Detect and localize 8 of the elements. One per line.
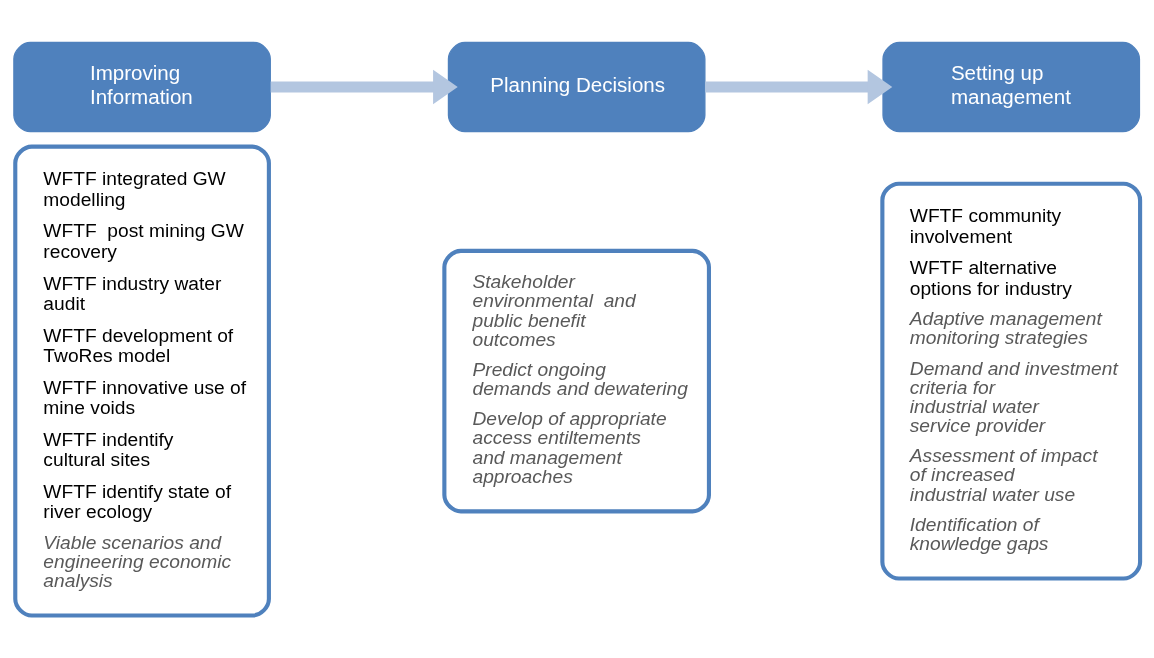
node-box: Planning Decisions <box>447 41 706 133</box>
arrow <box>705 69 893 105</box>
node-box: Improving Information <box>13 41 271 133</box>
node-box: WFTF community involvement WFTF alternative options for industry Adaptive management monitoring strategies Demand and investment criteria for industrial water service provider Assessment of impact of increased industrial water use Identification of knowledge gaps <box>880 181 1143 581</box>
node-box: Setting up management <box>882 41 1141 133</box>
node-box: Stakeholder environmental and public benefit outcomes Predict ongoing demands and dewatering Develop of appropriate access entiltements and management approaches <box>442 248 711 514</box>
arrow <box>270 69 458 105</box>
node-box: WFTF integrated GW modelling WFTF post mining GW recovery WFTF industry water audit WFTF development of TwoRes model WFTF innovative use of mine voids WFTF indentify cultural sites WFTF identify state of river ecology Viable scenarios and engineering economic analysis <box>13 144 271 618</box>
